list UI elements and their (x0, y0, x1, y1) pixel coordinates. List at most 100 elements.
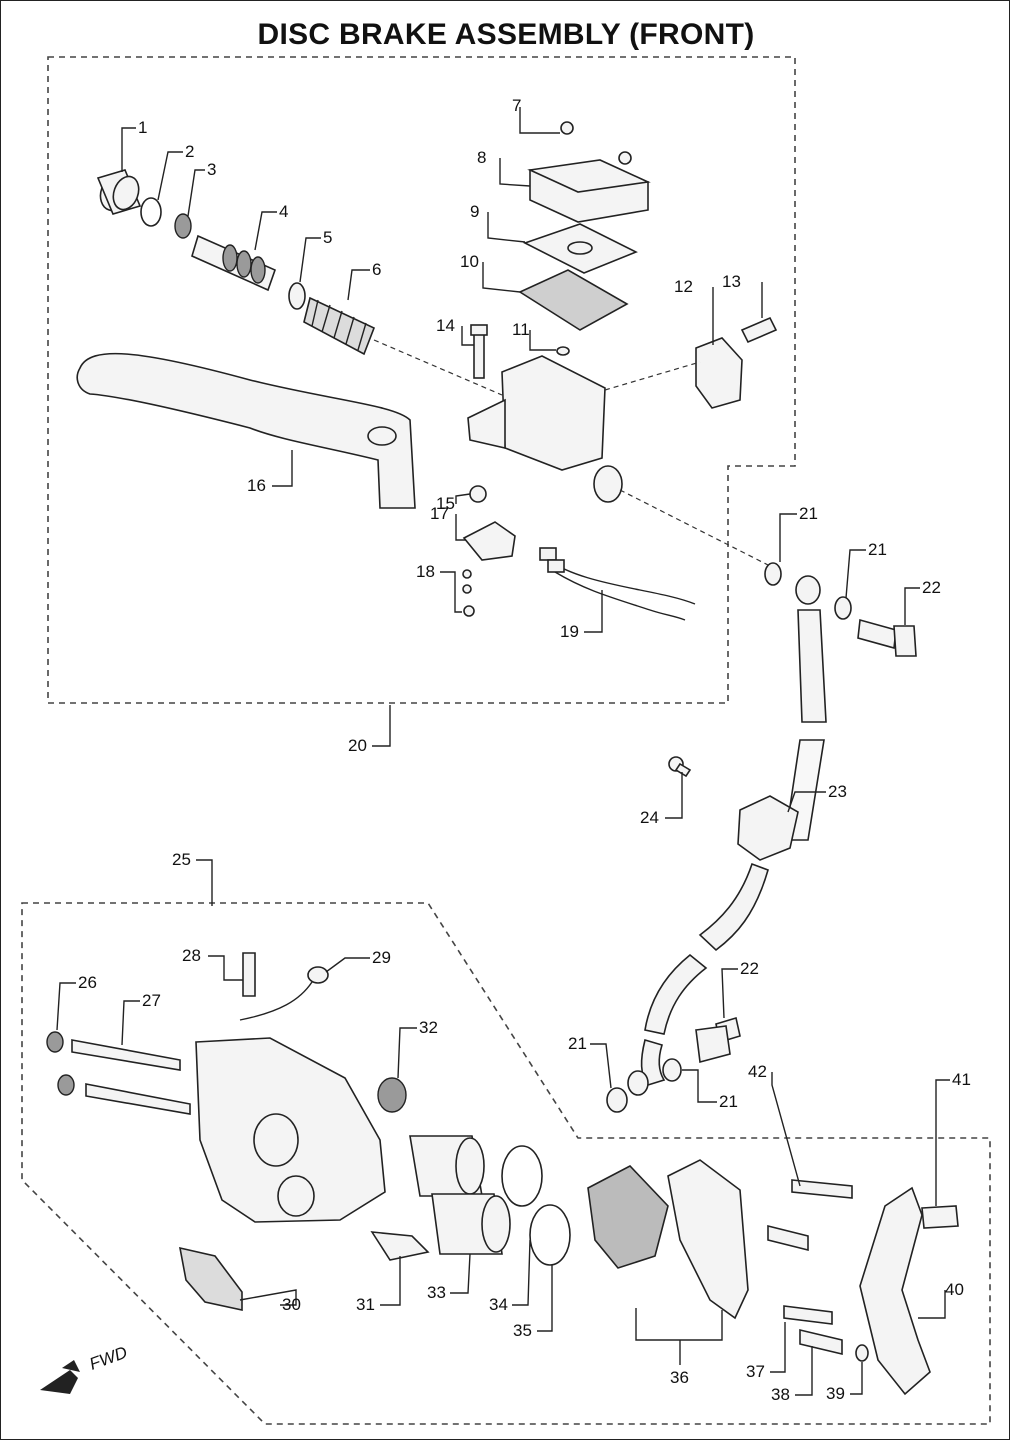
callout-4: 4 (279, 202, 288, 221)
part-13-bolt (740, 316, 778, 344)
callout-8: 8 (477, 148, 486, 167)
callout-21-a: 21 (799, 504, 818, 523)
part-24-bolt (668, 756, 692, 778)
callout-20: 20 (348, 736, 367, 755)
callout-38: 38 (771, 1385, 790, 1404)
part-28-bleeder (242, 952, 256, 997)
part-19-wire-harness (539, 547, 696, 621)
fwd-arrow-icon (40, 1360, 80, 1394)
part-21-washer (764, 562, 782, 586)
callout-15: 15 (436, 494, 455, 513)
part-23-hose-clamp (737, 795, 799, 861)
callout-30: 30 (282, 1295, 301, 1314)
callout-6: 6 (372, 260, 381, 279)
part-22-banjo-bolt-lower (695, 1016, 741, 1064)
alignment-line-b (604, 361, 701, 391)
callout-29: 29 (372, 948, 391, 967)
part-32-boot (377, 1077, 407, 1113)
part-12-clamp (695, 337, 743, 409)
callout-21-b: 21 (868, 540, 887, 559)
part-42-bolt (791, 1179, 853, 1199)
diagram-title: DISC BRAKE ASSEMBLY (FRONT) (257, 18, 755, 51)
part-caliper-body (195, 1037, 386, 1223)
part-4-piston (191, 234, 276, 292)
part-21-washer-b (834, 596, 852, 620)
brake-hose (640, 575, 827, 1086)
caliper-assembly-box (21, 902, 991, 1425)
part-40-bracket (859, 1186, 931, 1396)
callout-22-b: 22 (740, 959, 759, 978)
part-2-circlip (140, 197, 162, 227)
master-cylinder-assembly-box (47, 56, 796, 704)
part-41-bolt (921, 1205, 959, 1229)
callout-21-d: 21 (719, 1092, 738, 1111)
part-3-seal (174, 213, 192, 239)
leader-lines (56, 107, 950, 1396)
callout-39: 39 (826, 1384, 845, 1403)
callout-9: 9 (470, 202, 479, 221)
callout-18: 18 (416, 562, 435, 581)
part-10-diaphragm (518, 269, 629, 331)
callout-7: 7 (512, 96, 521, 115)
part-8-reservoir-cap (527, 159, 651, 223)
part-34-35-seals (501, 1145, 571, 1266)
part-master-cylinder-body (467, 355, 623, 503)
callout-3: 3 (207, 160, 216, 179)
callout-13: 13 (722, 272, 741, 291)
part-9-diaphragm-plate (522, 223, 638, 274)
part-21-washers-lower (606, 1058, 682, 1113)
part-33-pistons (409, 1135, 511, 1255)
callout-16: 16 (247, 476, 266, 495)
part-31-sleeve (370, 1231, 430, 1261)
callout-5: 5 (323, 228, 332, 247)
callout-40: 40 (945, 1280, 964, 1299)
part-37-38-bolts (767, 1224, 843, 1356)
part-18-screws (462, 569, 475, 617)
callout-22-a: 22 (922, 578, 941, 597)
callout-26: 26 (78, 973, 97, 992)
alignment-line-c (619, 489, 771, 567)
callout-35: 35 (513, 1321, 532, 1340)
part-1-boot (96, 169, 142, 215)
callout-36: 36 (670, 1368, 689, 1387)
callout-42: 42 (748, 1062, 767, 1081)
fwd-label: FWD (87, 1343, 130, 1374)
part-26-caps (46, 1031, 75, 1096)
part-16-lever (76, 352, 416, 509)
callout-33: 33 (427, 1283, 446, 1302)
part-17-switch (462, 521, 516, 561)
callout-1: 1 (138, 118, 147, 137)
part-14-bolt (470, 324, 488, 379)
part-39-washer (855, 1344, 869, 1362)
callout-34: 34 (489, 1295, 508, 1314)
part-29-bleeder-cap (239, 966, 329, 1021)
callout-32: 32 (419, 1018, 438, 1037)
callout-10: 10 (460, 252, 479, 271)
callout-27: 27 (142, 991, 161, 1010)
callout-12: 12 (674, 277, 693, 296)
callout-21-c: 21 (568, 1034, 587, 1053)
callout-37: 37 (746, 1362, 765, 1381)
callout-24: 24 (640, 808, 659, 827)
callout-14: 14 (436, 316, 455, 335)
callout-labels: 1 2 3 4 5 6 7 8 9 10 11 12 13 14 15 16 1… (78, 96, 971, 1404)
part-6-spring (303, 296, 376, 356)
callout-28: 28 (182, 946, 201, 965)
part-22-banjo-bolt (857, 618, 917, 657)
part-15-nut (469, 485, 487, 503)
callout-2: 2 (185, 142, 194, 161)
callout-23: 23 (828, 782, 847, 801)
part-11-nut (556, 346, 570, 356)
callout-31: 31 (356, 1295, 375, 1314)
part-36-pads (587, 1159, 749, 1320)
part-27-pins (71, 1039, 191, 1115)
callout-19: 19 (560, 622, 579, 641)
part-30-spring-plate (178, 1246, 243, 1311)
part-5-seal (288, 282, 306, 310)
callout-17: 17 (430, 504, 449, 523)
callout-11: 11 (512, 320, 530, 339)
part-7-screw (560, 121, 632, 165)
callout-25: 25 (172, 850, 191, 869)
